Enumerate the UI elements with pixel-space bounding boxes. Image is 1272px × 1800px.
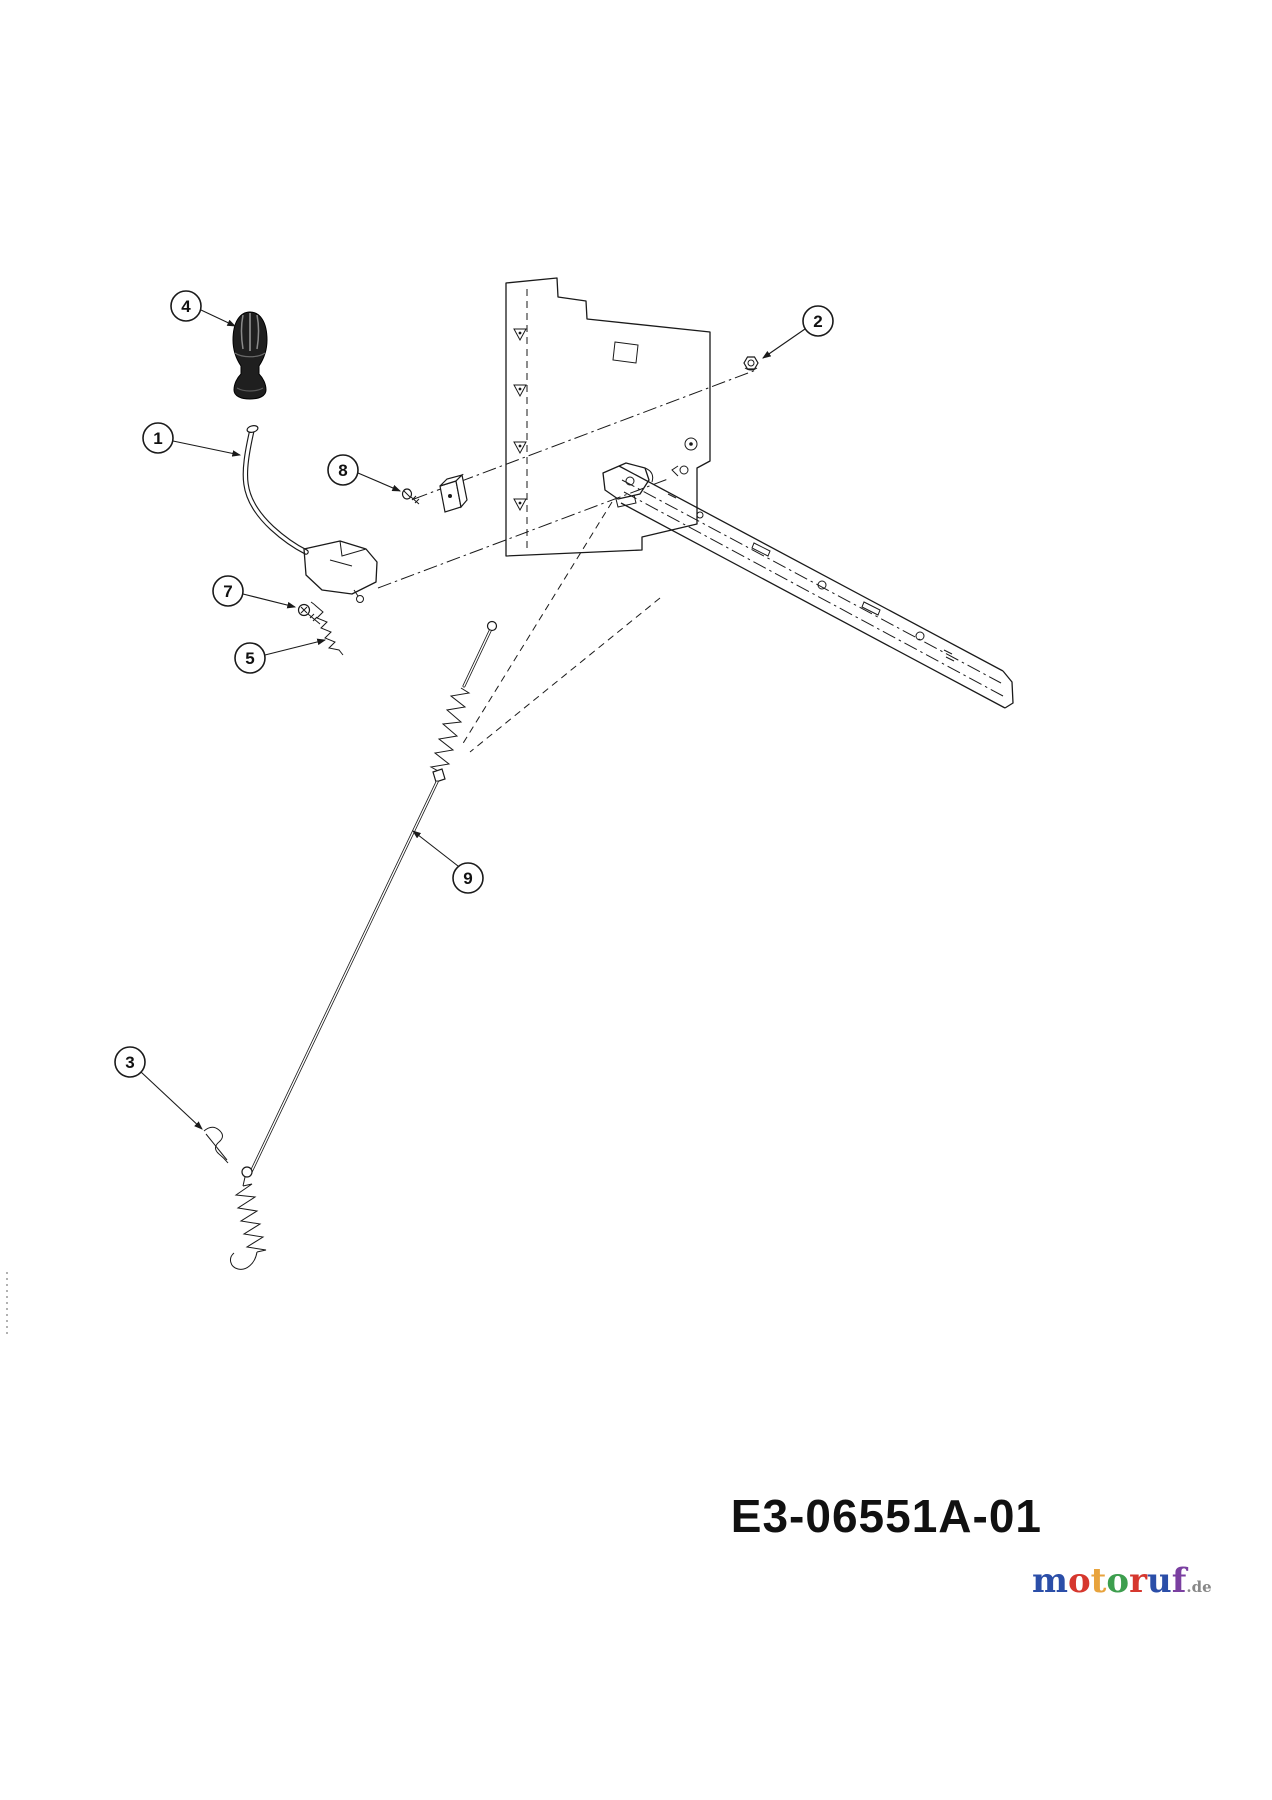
projection-lines — [377, 369, 757, 753]
logo-letter: f — [1172, 1561, 1189, 1601]
logo-domain-suffix: .de — [1186, 1578, 1211, 1596]
callout-1-circle — [142, 422, 174, 454]
callout-5-circle — [234, 642, 266, 674]
callout-7-circle — [212, 575, 244, 607]
callout-4: 4 — [170, 290, 236, 327]
callout-8-label: 8 — [338, 461, 347, 480]
callout-4-circle — [170, 290, 202, 322]
callout-3-label: 3 — [125, 1053, 134, 1072]
callout-2: 2 — [762, 305, 834, 359]
callout-7-label: 7 — [223, 582, 232, 601]
callout-5-label: 5 — [245, 649, 254, 668]
control-cable — [230, 620, 498, 1270]
logo-letter: o — [1068, 1561, 1091, 1601]
logo-letter: m — [1032, 1561, 1068, 1601]
cotter-pin — [203, 1126, 229, 1164]
logo-letter: u — [1147, 1561, 1172, 1601]
screw-7 — [297, 603, 321, 625]
callout-4-label: 4 — [181, 297, 191, 316]
logo-letter: o — [1106, 1561, 1129, 1601]
callout-2-circle — [802, 305, 834, 337]
callout-3-circle — [114, 1046, 146, 1078]
drawing-number: E3-06551A-01 — [731, 1490, 1042, 1542]
cable-latch-bracket — [602, 462, 654, 508]
callout-3: 3 — [114, 1046, 203, 1130]
switch-block — [439, 473, 468, 513]
callout-8: 8 — [327, 454, 402, 492]
callout-9-circle — [452, 862, 484, 894]
logo-letter: t — [1091, 1561, 1107, 1601]
callout-5: 5 — [234, 638, 327, 674]
shift-knob — [232, 311, 268, 400]
mounting-plate — [505, 277, 711, 557]
callout-1-label: 1 — [153, 429, 162, 448]
lever-rod — [242, 425, 378, 603]
flange-nut — [743, 356, 759, 371]
spring-5 — [310, 601, 344, 656]
frame-rail — [618, 465, 1014, 709]
callout-9-label: 9 — [463, 869, 472, 888]
logo-letter: r — [1129, 1561, 1148, 1601]
callout-1: 1 — [142, 422, 242, 457]
callout-7: 7 — [212, 575, 297, 609]
callout-2-label: 2 — [813, 312, 822, 331]
motoruf-logo: motoruf.de — [1032, 1561, 1212, 1601]
callout-8-circle — [327, 454, 359, 486]
screw-8 — [401, 488, 420, 505]
callout-9: 9 — [412, 830, 484, 894]
